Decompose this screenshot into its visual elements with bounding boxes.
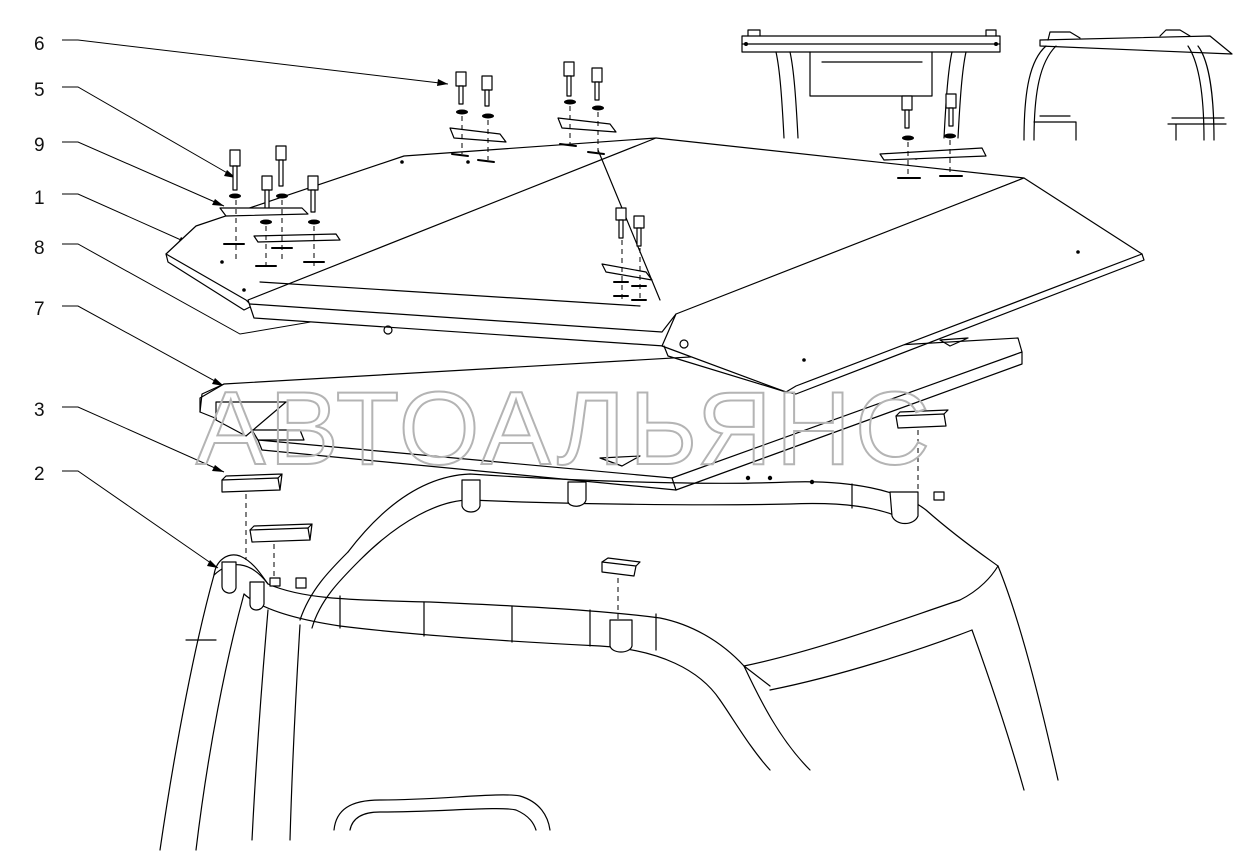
callout-labels: 6 5 9 1 8 7 3 2 — [34, 34, 45, 485]
inset-front-view — [741, 29, 1001, 139]
callout-8: 8 — [34, 238, 45, 259]
leader-9 — [62, 141, 225, 207]
callout-9: 9 — [34, 135, 45, 156]
leader-6 — [62, 39, 449, 85]
callout-3: 3 — [34, 400, 45, 421]
assembly-dash-lines — [245, 430, 919, 620]
leader-5 — [62, 86, 237, 179]
fastener-group-right — [879, 93, 987, 179]
fastener-group-top — [449, 61, 617, 163]
leader-7 — [62, 305, 225, 387]
callout-5: 5 — [34, 80, 45, 101]
roll-cage — [159, 473, 1059, 851]
leader-1 — [62, 193, 191, 245]
callout-6: 6 — [34, 34, 45, 55]
callout-1: 1 — [34, 188, 45, 209]
watermark-text: АВТОАЛЬЯНС — [196, 371, 934, 487]
fastener-group-left — [219, 145, 341, 270]
cage-clamps — [221, 479, 945, 653]
callout-2: 2 — [34, 464, 45, 485]
spacer-blocks — [221, 409, 949, 577]
leader-3 — [62, 406, 225, 473]
callout-7: 7 — [34, 299, 45, 320]
roof-panel — [165, 137, 1145, 395]
inset-side-view — [1023, 29, 1233, 141]
fastener-group-middle — [601, 207, 653, 302]
leader-2 — [62, 470, 219, 569]
